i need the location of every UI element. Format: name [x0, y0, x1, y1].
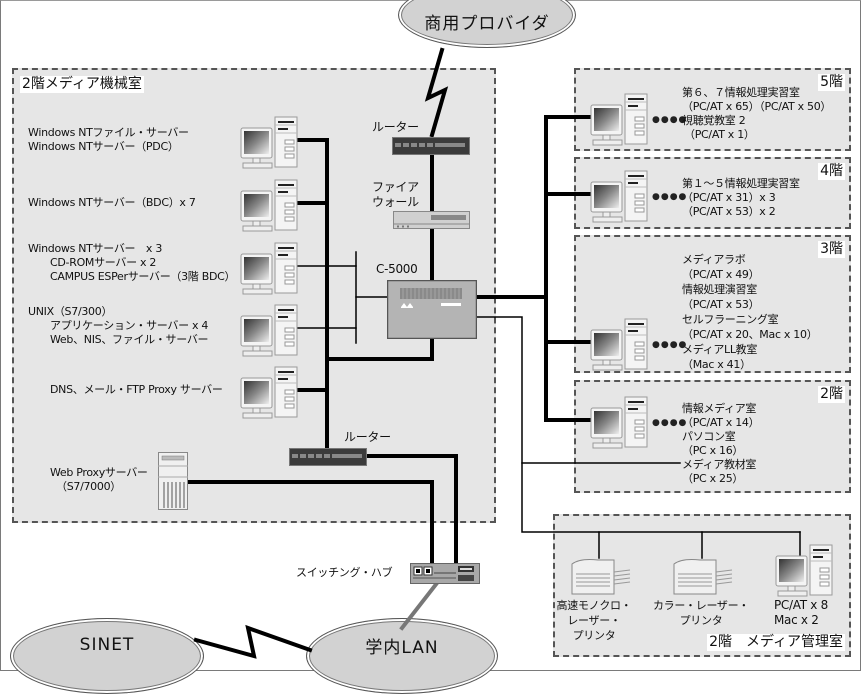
floor-5-zone: 5階: [574, 68, 851, 151]
server-label-5: DNS、メール・FTP Proxy サーバー: [50, 383, 223, 396]
firewall-label: ファイアウォール: [372, 180, 419, 209]
color-printer-label: カラー・レーザー・プリンタ: [652, 599, 750, 627]
mono-printer-label: 高速モノクロ・レーザー・プリンタ: [556, 599, 632, 642]
server-label-2: Windows NTサーバー（BDC）x 7: [28, 196, 196, 209]
server-label-4: UNIX（S7/300） アプリケーション・サーバー x 4 Web、NIS、フ…: [28, 305, 209, 346]
router-top-label: ルーター: [372, 120, 419, 134]
dots-floor-2: ●●●●: [652, 418, 688, 428]
server-workstation-icon: [240, 304, 300, 368]
floor-4-tag: 4階: [818, 163, 845, 180]
color-laser-printer-icon: [673, 559, 733, 595]
floor-4-workstation-icon: [590, 170, 650, 234]
admin-workstation-icon: [775, 544, 835, 608]
floor-3-workstation-icon: [590, 318, 650, 382]
machine-room-title: 2階メディア機械室: [20, 76, 144, 93]
server-workstation-icon: [240, 242, 300, 306]
dots-floor-3: ●●●●: [652, 340, 688, 350]
web-proxy-server-icon: [158, 452, 188, 510]
server-workstation-icon: [240, 116, 300, 180]
mono-laser-printer-icon: [571, 559, 631, 595]
server-label-3: Windows NTサーバー x 3 CD-ROMサーバー x 2 CAMPUS…: [28, 242, 236, 283]
admin-room-title: 2階 メディア管理室: [707, 634, 845, 651]
switching-hub-label: スイッチング・ハブ: [296, 566, 393, 579]
web-proxy-label: Web Proxyサーバー （S7/7000）: [50, 466, 148, 493]
floor-5-workstation-icon: [590, 93, 650, 157]
core-switch-c5000-icon: [387, 280, 477, 339]
router-top-icon: [392, 137, 470, 155]
wan-link-sinet: [193, 624, 313, 659]
floor-2-rooms: 情報メディア室（PC/AT x 14）パソコン室（PC x 16）メディア教材室…: [682, 402, 760, 485]
server-workstation-icon: [240, 366, 300, 430]
router-bottom-label: ルーター: [344, 430, 391, 444]
server-workstation-icon: [240, 179, 300, 243]
switching-hub-icon: [410, 563, 480, 584]
floor-5-rooms: 第６、７情報処理実習室（PC/AT x 65）（PC/AT x 50）視聴覚教室…: [682, 86, 832, 141]
dots-floor-5: ●●●●: [652, 115, 688, 125]
firewall-icon: [393, 211, 470, 229]
floor-3-tag: 3階: [818, 241, 845, 258]
floor-5-tag: 5階: [818, 74, 845, 91]
dots-floor-4: ●●●●: [652, 192, 688, 202]
floor-3-rooms: メディアラボ（PC/AT x 49）情報処理演習室（PC/AT x 53）セルフ…: [682, 253, 818, 371]
floor-2-workstation-icon: [590, 396, 650, 460]
core-switch-label: C-5000: [376, 262, 418, 276]
floor-4-rooms: 第１～５情報処理実習室（PC/AT x 31）x 3（PC/AT x 53）x …: [682, 177, 800, 218]
wan-link-provider: [424, 47, 449, 138]
floor-2-tag: 2階: [818, 386, 845, 403]
connection-lines: [188, 47, 801, 659]
router-bottom-icon: [289, 448, 367, 466]
